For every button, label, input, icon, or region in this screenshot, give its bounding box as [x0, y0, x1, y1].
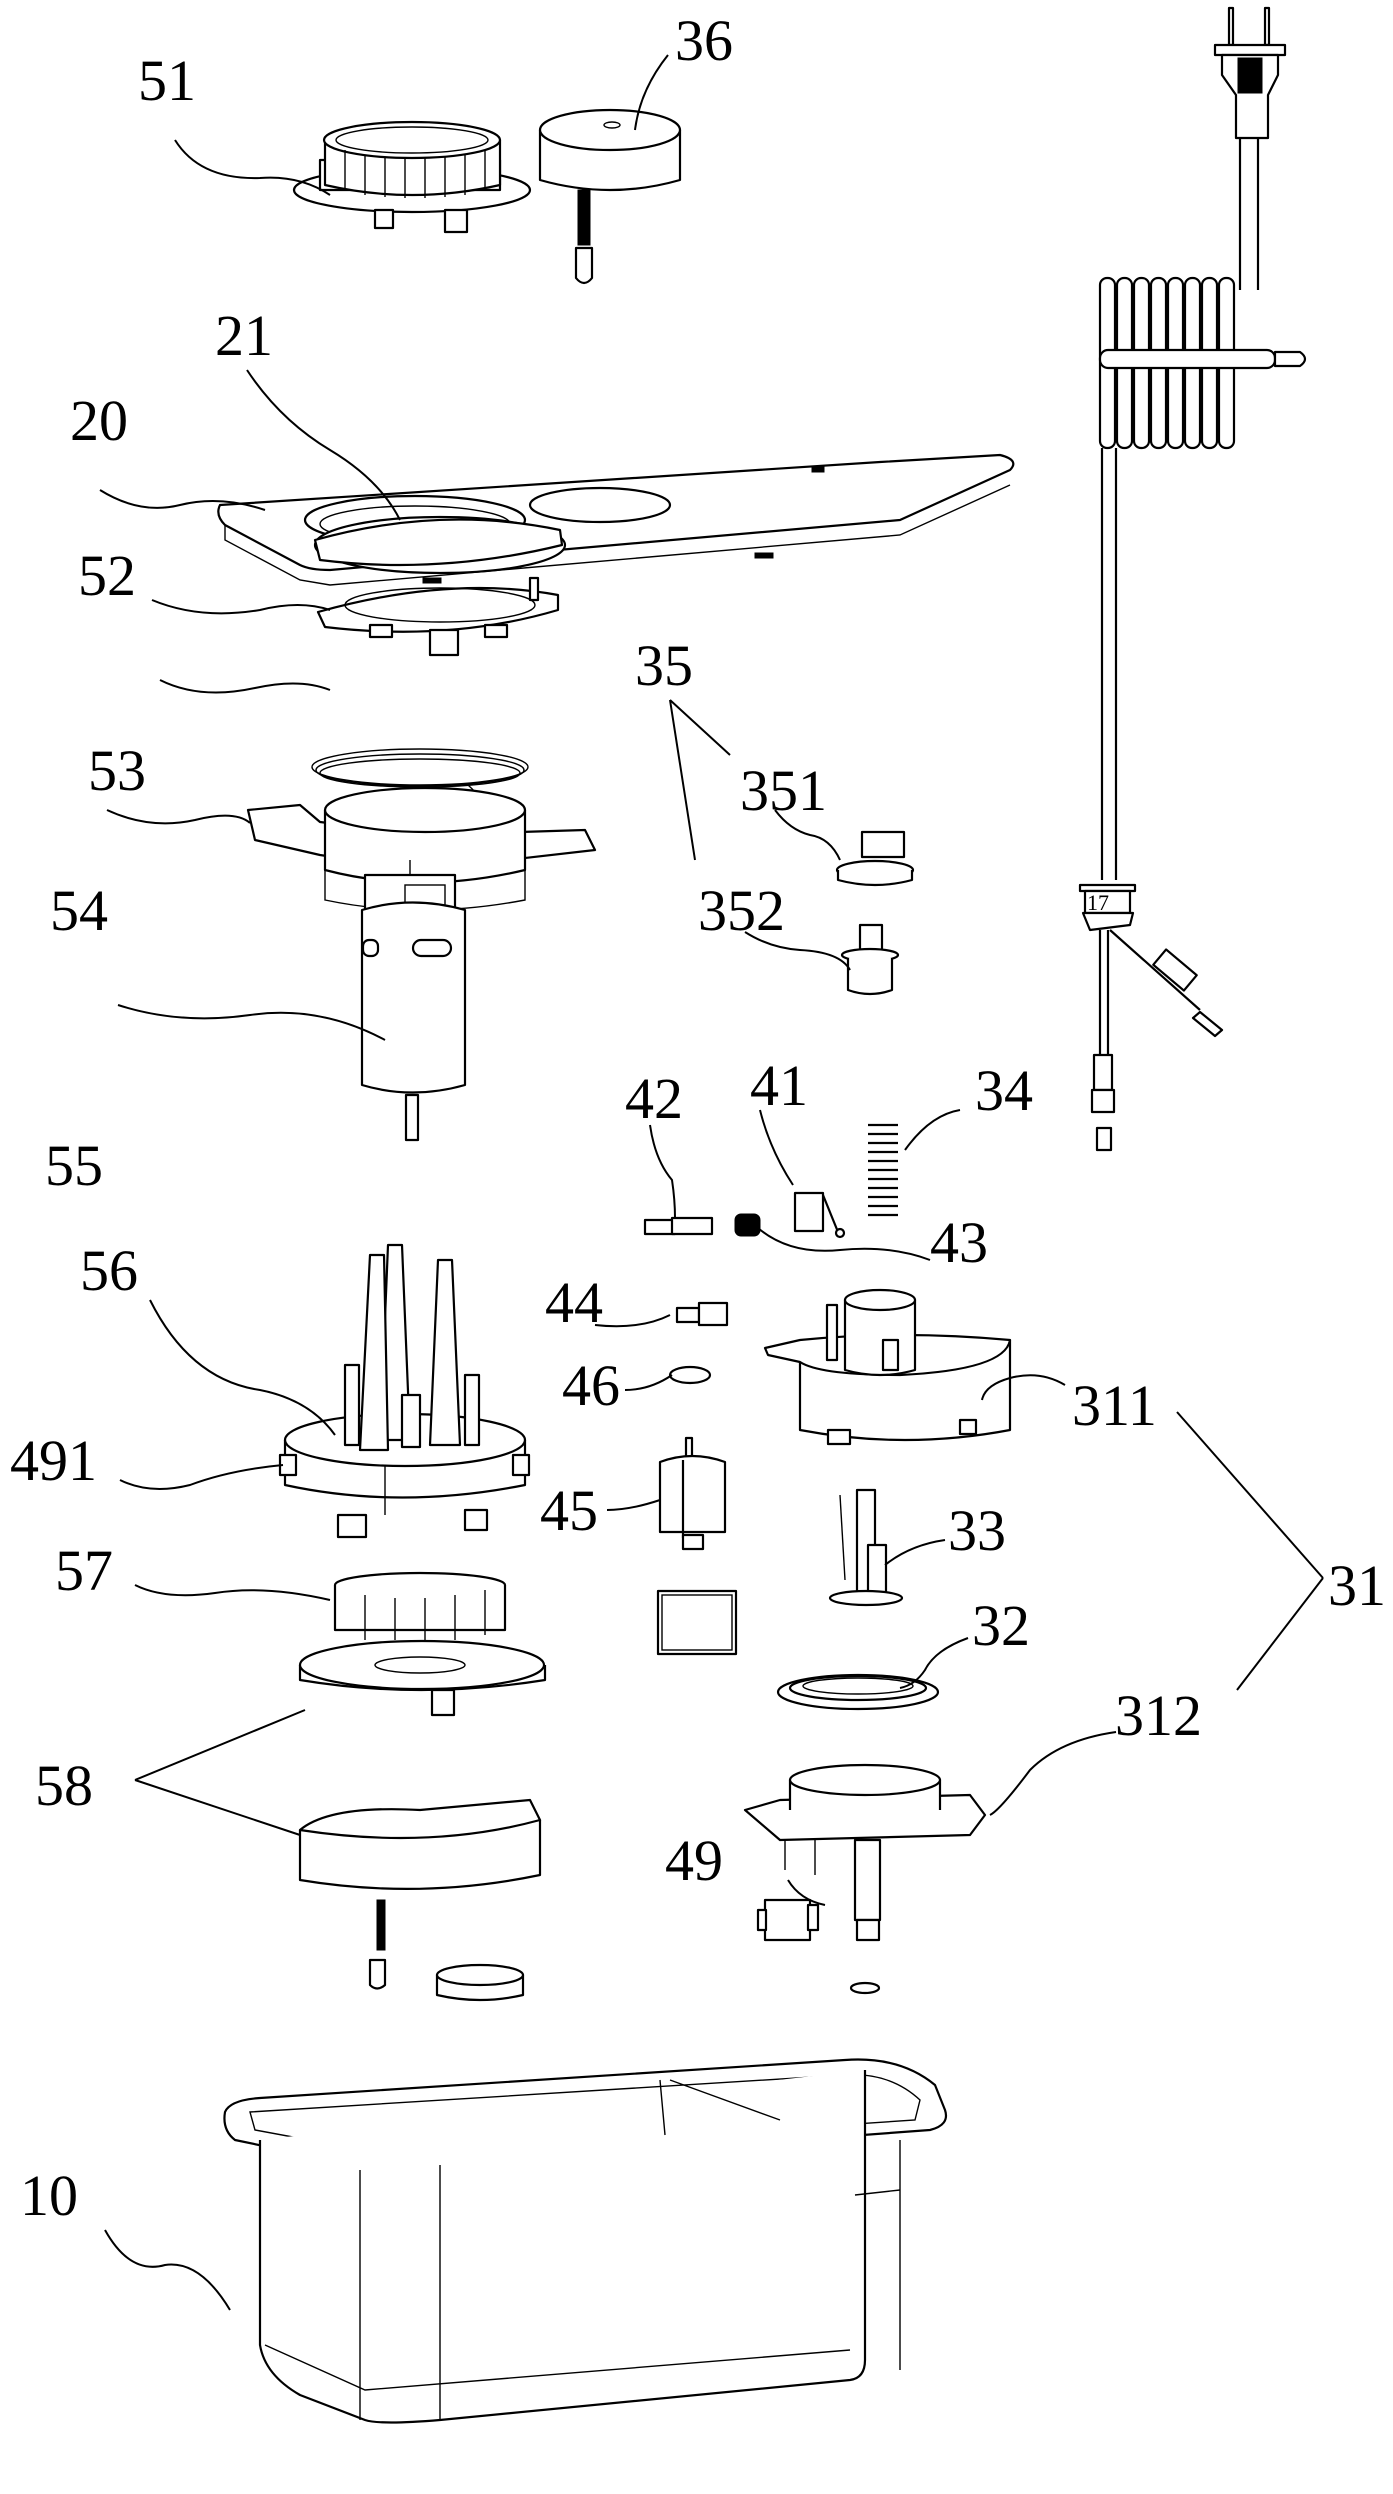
part-10-container	[223, 2058, 948, 2424]
label-43: 43	[930, 1210, 988, 1275]
label-57: 57	[55, 1538, 113, 1603]
label-491: 491	[10, 1428, 97, 1493]
label-10: 10	[20, 2163, 78, 2228]
part-312-lower-housing	[743, 1763, 987, 1995]
power-cord: 17	[1078, 6, 1307, 1152]
label-51: 51	[138, 48, 196, 113]
label-52: 52	[78, 543, 136, 608]
label-34: 34	[975, 1058, 1033, 1123]
part-43-small-spring	[734, 1213, 761, 1237]
part-42-pin	[643, 1216, 714, 1236]
label-55: 55	[45, 1133, 103, 1198]
part-58-lower-housing	[298, 1798, 542, 2002]
part-351-upper-gear	[835, 830, 915, 887]
label-58: 58	[35, 1753, 93, 1818]
part-57-impeller	[333, 1571, 507, 1645]
part-33-bracket	[828, 1488, 904, 1607]
label-31: 31	[1328, 1553, 1386, 1618]
label-41: 41	[750, 1053, 808, 1118]
filter-sheet	[656, 1589, 738, 1656]
part-55-main-motor	[360, 860, 467, 1142]
label-352: 352	[698, 878, 785, 943]
label-311: 311	[1072, 1373, 1157, 1438]
part-36-knob-cap	[538, 108, 682, 285]
label-56: 56	[80, 1238, 138, 1303]
part-311-upper-housing	[763, 1288, 1012, 1446]
part-41-micro-switch	[793, 1191, 846, 1239]
part-44-connector	[675, 1301, 729, 1327]
part-46-washer	[668, 1365, 712, 1385]
label-49: 49	[665, 1828, 723, 1893]
label-45: 45	[540, 1478, 598, 1543]
part-54-mounting-flange	[246, 786, 597, 911]
part-58-upper-plate	[298, 1639, 547, 1717]
label-36: 36	[675, 8, 733, 73]
part-51-ribbed-knob	[292, 120, 532, 234]
label-351: 351	[740, 758, 827, 823]
label-53: 53	[88, 738, 146, 803]
label-20: 20	[70, 388, 128, 453]
label-35: 35	[635, 633, 693, 698]
label-46: 46	[562, 1353, 620, 1418]
part-52-real	[316, 576, 560, 657]
part-32-sealing-ring	[776, 1673, 940, 1711]
label-21: 21	[215, 303, 273, 368]
part-56-blade-hub	[278, 1243, 531, 1539]
part-20-cover-plate	[217, 453, 1015, 586]
label-54: 54	[50, 878, 108, 943]
part-352-lower-gear	[840, 923, 900, 996]
cord-grommet-marking: 17	[1087, 890, 1109, 915]
part-34-spring	[868, 1123, 898, 1217]
part-52-retaining-ring	[313, 515, 567, 575]
part-45-small-motor	[658, 1436, 727, 1551]
label-44: 44	[545, 1270, 603, 1335]
label-42: 42	[625, 1066, 683, 1131]
label-312: 312	[1115, 1683, 1202, 1748]
reference-labels: 51 36 21 20 52 53 54 55 56 491 57 58 10 …	[10, 8, 1386, 2228]
leader-lines	[99, 54, 1324, 2311]
part-49-sensor-block	[756, 1898, 820, 1942]
label-33: 33	[948, 1498, 1006, 1563]
label-32: 32	[972, 1593, 1030, 1658]
